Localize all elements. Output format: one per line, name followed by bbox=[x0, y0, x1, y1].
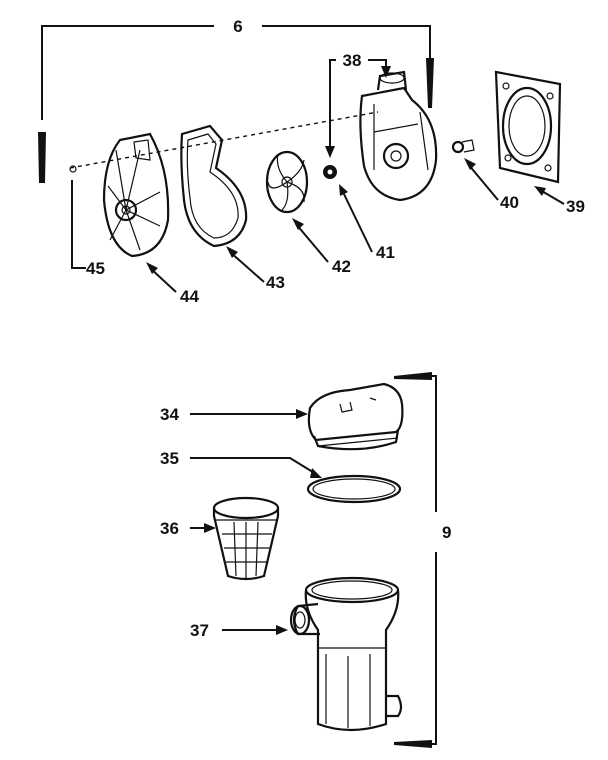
callout-34: 34 bbox=[160, 405, 179, 424]
leader-39 bbox=[539, 189, 565, 205]
part-42-impeller bbox=[265, 150, 309, 214]
leader-35 bbox=[190, 457, 317, 475]
part-37-strainer-housing bbox=[289, 576, 403, 732]
assembly-6-bracket bbox=[38, 25, 434, 183]
callout-42: 42 bbox=[332, 257, 351, 276]
part-41-nut bbox=[323, 165, 337, 179]
callout-38: 38 bbox=[343, 51, 362, 70]
callout-45: 45 bbox=[86, 259, 105, 278]
part-39-flange-gasket bbox=[494, 70, 562, 184]
leader-41 bbox=[341, 189, 373, 253]
callout-9: 9 bbox=[442, 523, 451, 542]
callout-40: 40 bbox=[500, 193, 519, 212]
leader-42 bbox=[295, 223, 329, 263]
callout-6: 6 bbox=[233, 17, 242, 36]
callout-39: 39 bbox=[566, 197, 585, 216]
part-40-drain-plug bbox=[451, 139, 475, 154]
assembly-9-bracket bbox=[394, 372, 437, 748]
alignment-axis bbox=[69, 111, 379, 169]
leader-38-right bbox=[368, 59, 387, 68]
callout-35: 35 bbox=[160, 449, 179, 468]
leader-45 bbox=[71, 180, 86, 269]
part-36-strainer-basket bbox=[212, 496, 280, 581]
part-38-pump-housing bbox=[359, 70, 438, 202]
callout-37: 37 bbox=[190, 621, 209, 640]
part-34-strainer-lid bbox=[307, 382, 404, 451]
leader-40 bbox=[467, 163, 499, 201]
leader-43 bbox=[229, 251, 265, 283]
part-45-screw bbox=[69, 165, 77, 173]
part-43-gasket bbox=[180, 124, 248, 248]
callout-36: 36 bbox=[160, 519, 179, 538]
leader-38-left bbox=[329, 59, 336, 150]
leader-44 bbox=[149, 267, 177, 293]
callout-41: 41 bbox=[376, 243, 395, 262]
part-44-seal-plate bbox=[102, 132, 170, 258]
part-35-o-ring bbox=[306, 474, 402, 504]
callout-44: 44 bbox=[180, 287, 199, 306]
callout-43: 43 bbox=[266, 273, 285, 292]
